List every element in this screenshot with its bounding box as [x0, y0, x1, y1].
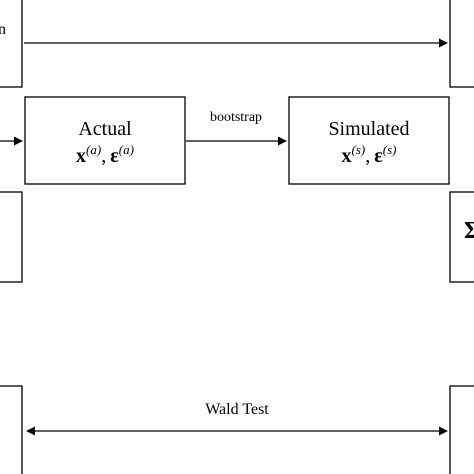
- simulated-box-vars: x(s),ε(s): [342, 142, 397, 167]
- actual-var-x-sup: (a): [86, 142, 101, 157]
- actual-var-x: x: [76, 145, 86, 167]
- actual-box-title: Actual: [78, 118, 132, 140]
- left-top-box-label: n: [0, 21, 6, 38]
- simulated-var-sep: ,: [365, 145, 370, 167]
- right-middle-box-glyph: Σ: [464, 218, 474, 244]
- actual-var-sep: ,: [101, 145, 106, 167]
- simulated-var-x: x: [342, 145, 352, 167]
- left-top-box: [0, 0, 23, 88]
- simulated-var-eps-sup: (s): [383, 142, 397, 157]
- simulated-box-title: Simulated: [328, 118, 409, 140]
- right-middle-box: [449, 191, 474, 283]
- actual-box: [24, 96, 186, 185]
- right-top-box: [449, 0, 474, 88]
- left-bottom-box: [0, 385, 23, 474]
- wald-test-label: Wald Test: [205, 401, 269, 418]
- left-middle-box: [0, 191, 23, 283]
- simulated-var-x-sup: (s): [352, 142, 366, 157]
- bootstrap-label: bootstrap: [210, 110, 262, 125]
- actual-box-vars: x(a),ε(a): [76, 142, 134, 167]
- right-bottom-box: [449, 385, 474, 474]
- actual-var-eps: ε: [110, 145, 119, 167]
- actual-var-eps-sup: (a): [119, 142, 134, 157]
- simulated-var-eps: ε: [374, 145, 383, 167]
- simulated-box: [288, 96, 450, 185]
